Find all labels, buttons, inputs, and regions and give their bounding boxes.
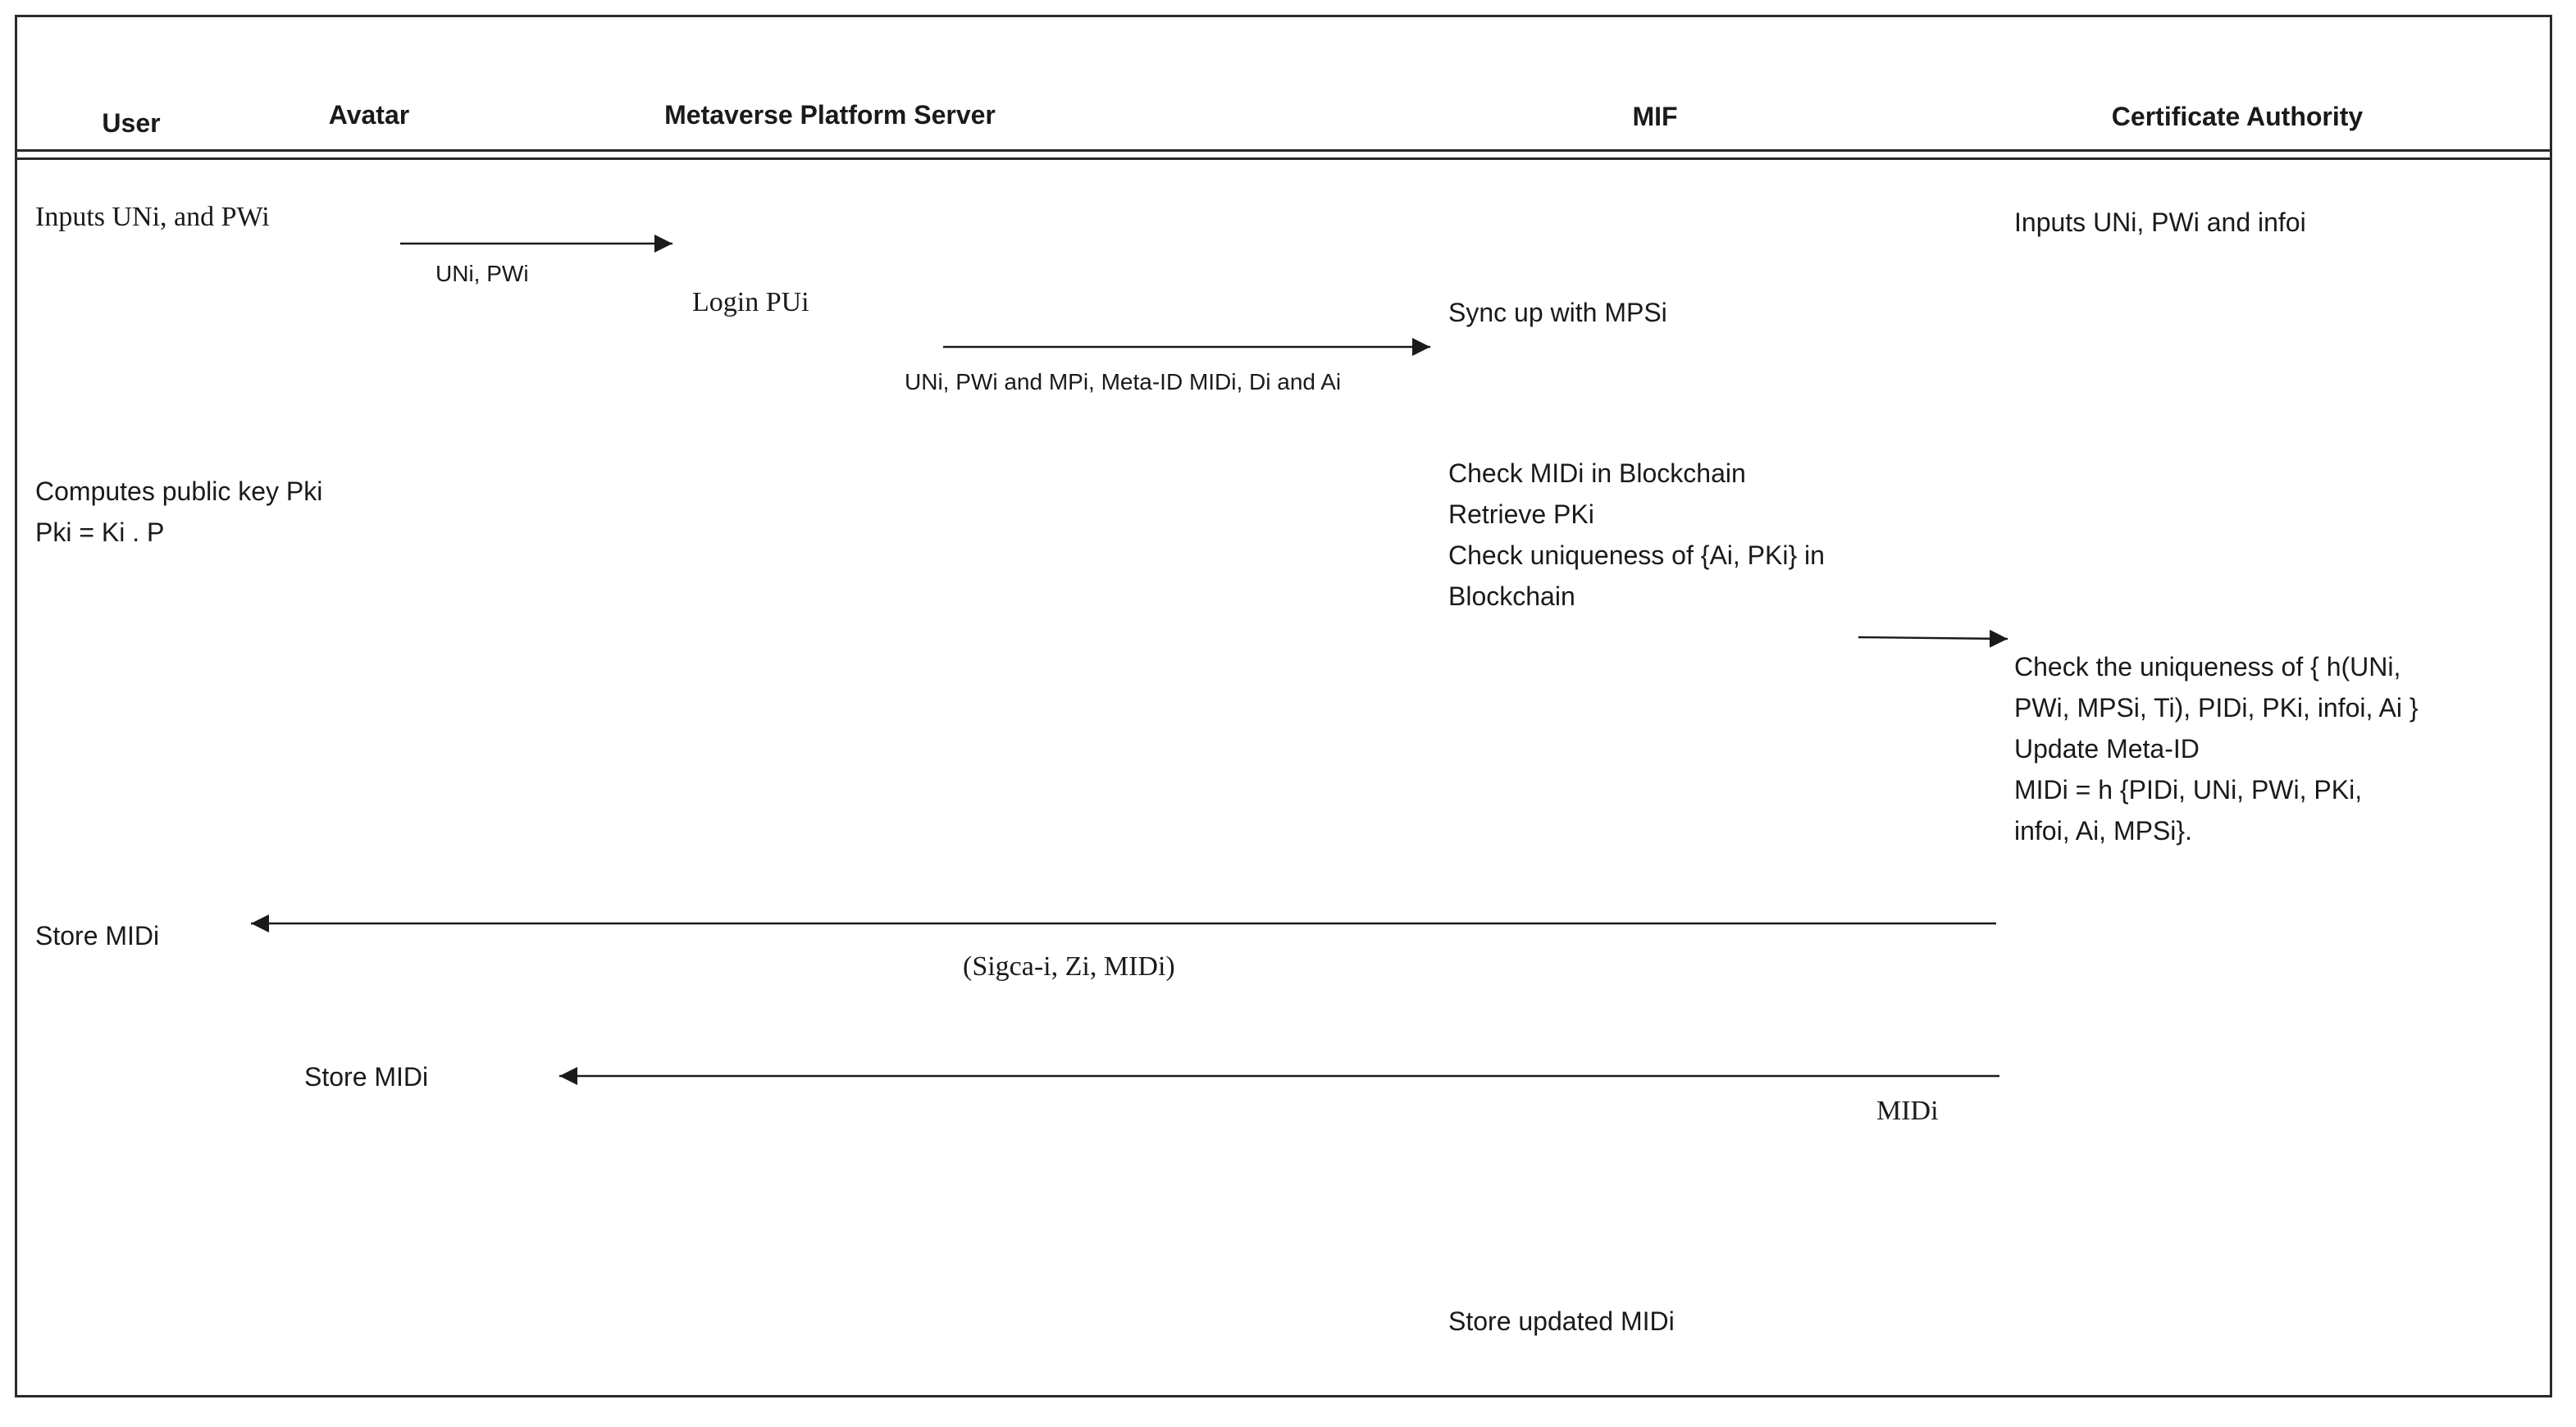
- message-label-credentials: UNi, PWi: [435, 261, 529, 286]
- step-ca-checks-line: Check the uniqueness of { h(UNi,: [2014, 652, 2401, 682]
- step-ca-inputs: Inputs UNi, PWi and infoi: [2014, 207, 2306, 237]
- step-mif-checks-line: Retrieve PKi: [1448, 499, 1594, 529]
- step-user-inputs: Inputs UNi, and PWi: [35, 202, 270, 232]
- message-label-registration: UNi, PWi and MPi, Meta-ID MIDi, Di and A…: [905, 369, 1342, 394]
- step-mif-checks-line: Check MIDi in Blockchain: [1448, 458, 1746, 488]
- step-ca-checks: Check the uniqueness of { h(UNi, PWi, MP…: [2014, 646, 2419, 851]
- step-user-compute: Computes public key Pki Pki = Ki . P: [35, 471, 322, 553]
- step-mif-sync: Sync up with MPSi: [1448, 298, 1667, 327]
- step-ca-checks-line: Update Meta-ID: [2014, 734, 2200, 764]
- step-avatar-store: Store MIDi: [304, 1062, 429, 1092]
- step-mif-checks-line: Check uniqueness of {Ai, PKi} in: [1448, 540, 1825, 570]
- participant-user: User: [102, 108, 161, 138]
- message-label-signature: (Sigca-i, Zi, MIDi): [963, 951, 1175, 982]
- step-ca-checks-line: MIDi = h {PIDi, UNi, PWi, PKi,: [2014, 775, 2363, 805]
- step-user-compute-line: Computes public key Pki: [35, 476, 323, 506]
- step-login: Login PUi: [692, 287, 809, 317]
- step-mif-checks-line: Blockchain: [1448, 581, 1575, 611]
- header-rule-top: [15, 149, 2552, 152]
- step-mif-store: Store updated MIDi: [1448, 1306, 1675, 1336]
- participant-server: Metaverse Platform Server: [664, 100, 996, 130]
- step-ca-checks-line: PWi, MPSi, Ti), PIDi, PKi, infoi, Ai }: [2014, 693, 2419, 723]
- step-ca-checks-line: infoi, Ai, MPSi}.: [2014, 816, 2192, 846]
- step-user-compute-line: Pki = Ki . P: [35, 517, 165, 547]
- participant-mif: MIF: [1632, 102, 1678, 131]
- step-mif-checks: Check MIDi in Blockchain Retrieve PKi Ch…: [1448, 453, 1825, 617]
- header-rule-bottom: [15, 157, 2552, 160]
- message-label-midi: MIDi: [1876, 1096, 1939, 1126]
- step-user-store: Store MIDi: [35, 921, 160, 951]
- diagram-frame: [15, 15, 2552, 1397]
- participant-ca: Certificate Authority: [2111, 102, 2364, 131]
- arrow-mif-to-ca: [1858, 629, 2008, 648]
- participant-avatar: Avatar: [328, 100, 410, 130]
